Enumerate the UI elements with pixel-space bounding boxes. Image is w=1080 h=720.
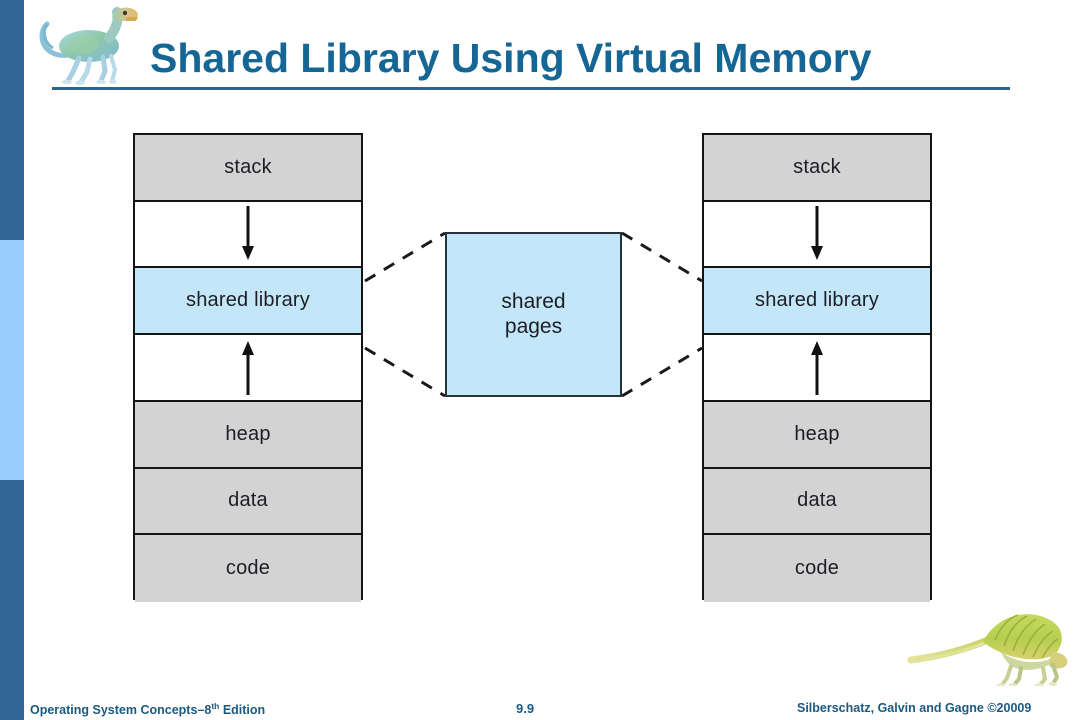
- sidebar-accent-middle: [0, 240, 24, 480]
- dinosaur-icon: [39, 7, 138, 86]
- memory-band-label: data: [797, 489, 837, 512]
- memory-band-gap-upper-left: [135, 201, 361, 269]
- memory-band-stack-left: stack: [135, 135, 361, 202]
- shared-pages-box: shared pages: [445, 232, 622, 397]
- memory-band-heap-right: heap: [704, 401, 930, 469]
- memory-band-gap-lower-right: [704, 335, 930, 402]
- memory-band-label: heap: [225, 422, 271, 445]
- memory-band-label: code: [794, 557, 840, 580]
- memory-band-code-left: code: [135, 535, 361, 602]
- page-title: Shared Library Using Virtual Memory: [150, 35, 872, 81]
- arrow-up-icon: [811, 341, 823, 396]
- footer-book-edition: Edition: [219, 703, 266, 718]
- title-underline: [52, 87, 1010, 90]
- memory-band-data-left: data: [135, 468, 361, 536]
- memory-band-shared-library-right: shared library: [704, 268, 930, 336]
- memory-band-label: stack: [224, 155, 272, 178]
- memory-band-code-right: code: [704, 535, 930, 602]
- right-process-memory: stack shared library heap data code: [702, 133, 932, 602]
- arrow-up-icon: [242, 341, 254, 396]
- arrow-down-icon: [811, 206, 823, 261]
- memory-band-heap-left: heap: [135, 401, 361, 469]
- footer-page-number: 9.9: [516, 701, 535, 716]
- memory-band-shared-library-left: shared library: [135, 268, 361, 336]
- arrow-down-icon: [242, 206, 254, 261]
- memory-band-label: shared library: [755, 289, 879, 312]
- memory-band-gap-lower-left: [135, 335, 361, 402]
- footer-book-title: Operating System Concepts–8th Edition: [30, 701, 265, 717]
- memory-band-label: code: [225, 557, 271, 580]
- memory-band-data-right: data: [704, 468, 930, 536]
- sidebar-accent-top: [0, 0, 24, 240]
- sidebar-accent-bottom: [0, 480, 24, 720]
- footer-book-main: Operating System Concepts–8: [30, 703, 212, 718]
- memory-band-gap-upper-right: [704, 201, 930, 269]
- shared-pages-label: shared pages: [501, 289, 566, 338]
- memory-band-label: stack: [793, 155, 841, 178]
- memory-band-label: data: [228, 489, 268, 512]
- footer-book-ordinal: th: [211, 701, 220, 711]
- footer-copyright: Silberschatz, Galvin and Gagne ©20009: [797, 701, 1032, 715]
- memory-band-label: heap: [794, 422, 840, 445]
- left-process-memory: stack shared library heap data code: [133, 133, 363, 602]
- memory-band-stack-right: stack: [704, 135, 930, 202]
- dimetrodon-icon: [907, 614, 1068, 686]
- memory-band-label: shared library: [186, 289, 310, 312]
